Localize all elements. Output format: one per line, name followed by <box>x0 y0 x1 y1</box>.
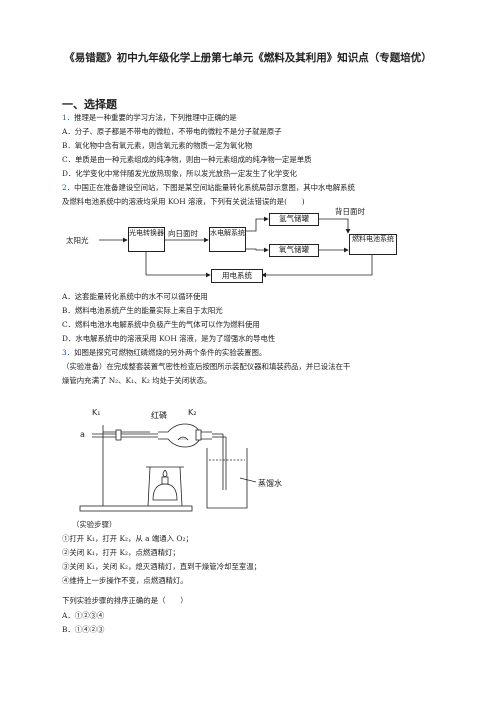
q3-prep-line2: 燥管内充满了 N₂、K₁、K₂ 均处于关闭状态。 <box>62 376 212 385</box>
power-consumer-box: 用电系统 <box>211 269 263 283</box>
valve-k2-label: K₂ <box>188 408 197 417</box>
inlet-a-label: a <box>80 430 85 439</box>
steps-heading: （实验步骤） <box>72 520 117 529</box>
question-number: 3． <box>62 348 75 357</box>
oxygen-tank-box: 氧气储罐 <box>269 244 319 257</box>
pv-converter-box: 光电转换器 <box>128 227 165 252</box>
question-1-stem: 1．推理是一种重要的学习方法，下列推理中正确的是 <box>62 113 237 122</box>
section-heading: 一、选择题 <box>62 98 117 111</box>
question-number: 1． <box>62 113 75 122</box>
step-4: ④维持上一步操作不变，点燃酒精灯。 <box>62 576 188 585</box>
question-2-stem: 2．中国正在准备建设空间站，下图是某空间站能量转化系统局部示意图，其中水电解系统 <box>62 183 355 192</box>
question-2-stem-line2: 及燃料电池系统中的溶液均采用 KOH 溶液，下列有关说法错误的是( ) <box>62 197 305 206</box>
fuel-cell-box: 燃料电池系统 <box>349 234 397 255</box>
shade-side-label: 背日面时 <box>335 207 365 216</box>
q3-ask: 下列实验步骤的排序正确的是（ ） <box>62 596 188 605</box>
valve-k1-label: K₁ <box>92 408 101 417</box>
q1-option-c: C．单质是由一种元素组成的纯净物，则由一种元素组成的纯净物一定是单质 <box>62 155 312 164</box>
question-number: 2． <box>62 183 75 192</box>
sunlight-label: 太阳光 <box>66 236 89 245</box>
sun-side-label: 向日面时 <box>168 229 198 238</box>
q2-option-a: A．这套能量转化系统中的水不可以循环使用 <box>62 292 208 301</box>
q3-option-b: B．①④②③ <box>62 625 105 634</box>
q1-option-b: B．氧化物中含有氧元素，则含氧元素的物质一定为氧化物 <box>62 141 253 150</box>
question-3-stem: 3．如图是探究可燃物红磷燃烧的另外两个条件的实验装置图。 <box>62 348 267 357</box>
q1-option-d: D．化学变化中常伴随发光放热现象，所以发光放热一定发生了化学变化 <box>62 169 298 178</box>
step-1: ①打开 K₁，打开 K₂，从 a 端通入 O₂； <box>62 534 193 543</box>
step-2: ②关闭 K₁，打开 K₂，点燃酒精灯； <box>62 548 180 557</box>
page-title: 《易错题》初中九年级化学上册第七单元《燃料及其利用》知识点（专题培优） <box>64 52 432 64</box>
q2-option-b: B．燃料电池系统产生的能量实际上来自于太阳光 <box>62 306 223 315</box>
electrolysis-box: 水电解系统 <box>209 227 246 252</box>
q2-option-c: C．燃料电池水电解系统中负极产生的气体可以作为燃料使用 <box>62 320 260 329</box>
red-phosphorus-label: 红磷 <box>151 411 167 420</box>
q3-option-a: A．①②③④ <box>62 611 105 620</box>
q2-option-d: D．水电解系统中的溶液采用 KOH 溶液，是为了增强水的导电性 <box>62 334 276 343</box>
distilled-water-label: 蒸馏水 <box>258 479 282 488</box>
q3-prep-line1: （实验准备）在完成整套装置气密性检查后按图所示装配仪器和填装药品，并已设法在干 <box>62 362 351 371</box>
hydrogen-tank-box: 氢气储罐 <box>269 213 319 226</box>
q1-option-a: A．分子、原子都是不带电的微粒，不带电的微粒不是分子就是原子 <box>62 127 282 136</box>
step-3: ③关闭 K₁，关闭 K₂，熄灭酒精灯，直到干燥管冷却至室温； <box>62 562 262 571</box>
